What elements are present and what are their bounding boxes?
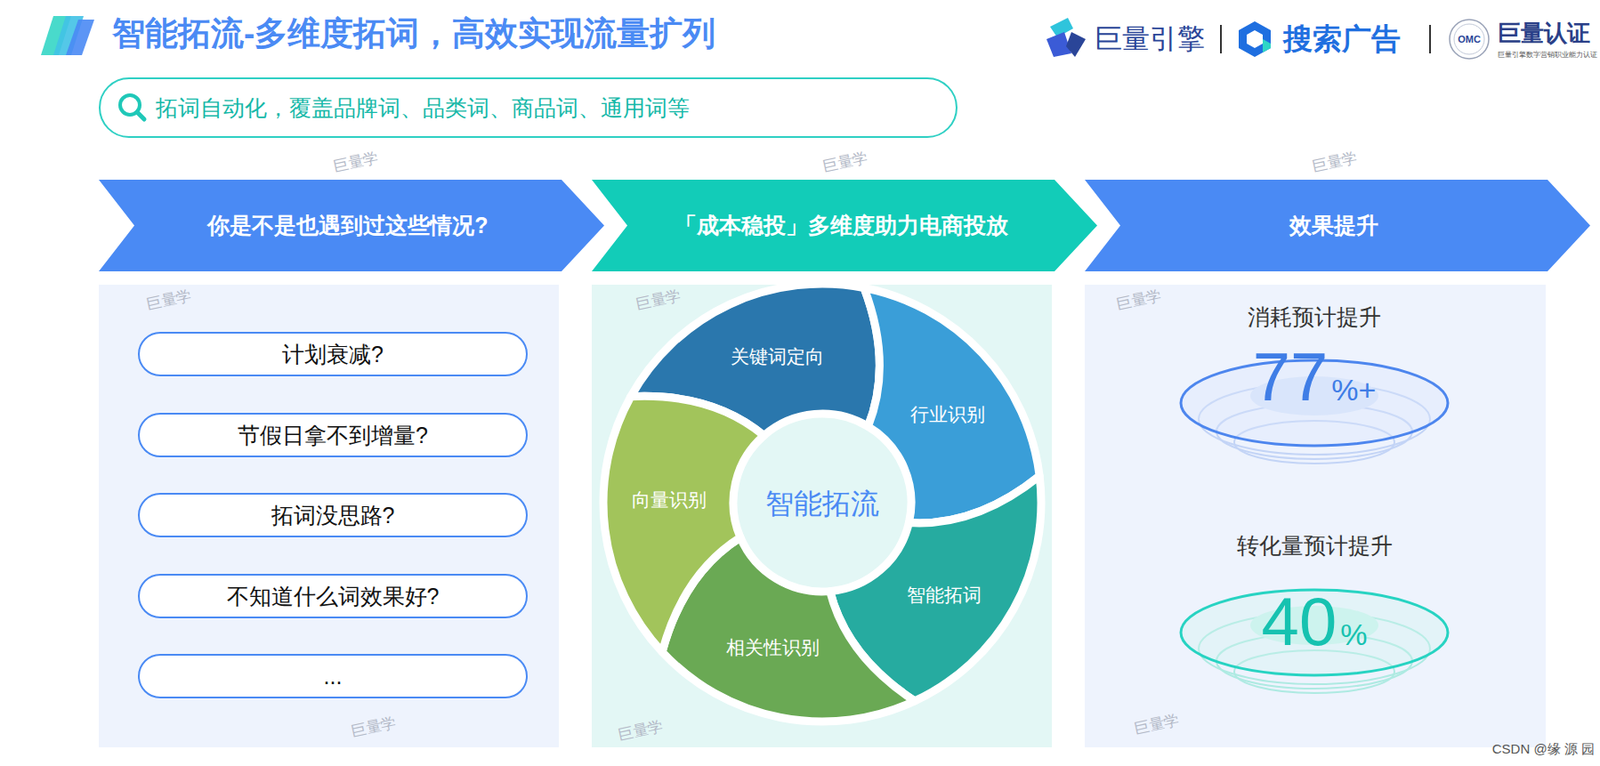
question-text: 计划衰减? bbox=[282, 333, 384, 375]
separator bbox=[1429, 24, 1431, 54]
metric-row: 40% bbox=[1261, 588, 1368, 656]
handle bbox=[137, 112, 145, 120]
watermark: 巨量学 bbox=[821, 149, 870, 178]
center-label: 智能拓流 bbox=[765, 486, 880, 521]
metric-value: 40 bbox=[1261, 588, 1338, 656]
metric-value: % bbox=[1340, 619, 1367, 650]
search-bar: 拓词自动化，覆盖品牌词、品类词、商品词、通用词等 bbox=[98, 77, 958, 138]
search-ad-icon bbox=[1238, 21, 1271, 57]
chevron-header: 你是不是也遇到过这些情况? bbox=[98, 179, 605, 272]
petal-node: 智能拓词 bbox=[903, 579, 986, 612]
brand-name: 搜索广告 bbox=[1283, 21, 1401, 57]
badge-circle bbox=[1449, 19, 1489, 59]
search-text: 拓词自动化，覆盖品牌词、品类词、商品词、通用词等 bbox=[100, 79, 956, 137]
badge-text: OMC bbox=[1457, 33, 1481, 46]
metric-value: 77 bbox=[1252, 343, 1329, 412]
title-logo bbox=[40, 16, 95, 56]
title: 智能拓流-多维度拓词，高效实现流量扩列 bbox=[112, 14, 716, 54]
header-text: 你是不是也遇到过这些情况? bbox=[139, 179, 557, 272]
petal-text: 相关性识别 bbox=[726, 635, 820, 661]
panel bbox=[98, 284, 559, 748]
panel bbox=[1084, 284, 1546, 748]
question-text: 不知道什么词效果好? bbox=[226, 575, 440, 617]
separator bbox=[1220, 24, 1222, 54]
petal-text: 行业识别 bbox=[910, 402, 986, 428]
petal-text: 关键词定向 bbox=[730, 344, 825, 370]
question-text: 节假日拿不到增量? bbox=[237, 414, 429, 456]
result-block: 消耗预计提升 77%+ bbox=[1163, 300, 1466, 412]
question-text: ... bbox=[323, 655, 343, 697]
chevron-fill bbox=[1084, 179, 1591, 272]
question-pill: 节假日拿不到增量? bbox=[137, 412, 528, 458]
petal-text: 智能拓词 bbox=[906, 582, 982, 608]
petal-node: 相关性识别 bbox=[722, 631, 824, 664]
brand-name: 巨量认证 bbox=[1497, 19, 1591, 48]
petal-node: 关键词定向 bbox=[727, 340, 828, 373]
metric-label: 消耗预计提升 bbox=[1247, 300, 1382, 333]
brand-icon bbox=[1046, 17, 1086, 57]
chevron-header: 「成本稳投」多维度助力电商投放 bbox=[591, 179, 1098, 272]
header-text: 效果提升 bbox=[1125, 179, 1543, 272]
watermark: 巨量学 bbox=[331, 149, 380, 178]
result-block: 转化量预计提升 40% bbox=[1163, 529, 1466, 656]
badge-circle bbox=[1454, 24, 1485, 55]
question-text: 拓词没思路? bbox=[271, 494, 396, 536]
metric-label: 转化量预计提升 bbox=[1236, 529, 1393, 562]
chevron-fill bbox=[591, 179, 1098, 272]
question-pill: 计划衰减? bbox=[137, 331, 528, 377]
panel bbox=[591, 284, 1052, 748]
question-pill: 不知道什么词效果好? bbox=[137, 573, 528, 619]
question-pill: 拓词没思路? bbox=[137, 492, 528, 538]
brand-shape bbox=[1066, 32, 1086, 57]
chevron-fill bbox=[98, 179, 605, 272]
question-pill: ... bbox=[137, 654, 528, 699]
brand-tagline: 巨量引擎数字营销职业能力认证 bbox=[1497, 50, 1598, 59]
watermark: 巨量学 bbox=[1310, 149, 1359, 178]
metric-value: %+ bbox=[1331, 374, 1376, 405]
petal-text: 向量识别 bbox=[631, 487, 707, 513]
chevron-header: 效果提升 bbox=[1084, 179, 1591, 272]
hexagon-cut bbox=[1246, 30, 1263, 49]
hexagon-accent bbox=[1262, 39, 1271, 53]
petal-ring bbox=[603, 283, 1042, 722]
brand-name: 巨量引擎 bbox=[1094, 22, 1205, 56]
header-text: 「成本稳投」多维度助力电商投放 bbox=[632, 179, 1050, 272]
search-icon bbox=[100, 79, 154, 137]
source-credit: CSDN @缘 源 园 bbox=[1492, 741, 1595, 758]
hexagon bbox=[1238, 21, 1271, 57]
petal-shape bbox=[864, 288, 1040, 524]
logo-bar bbox=[65, 19, 95, 56]
petal-shape bbox=[603, 395, 764, 652]
petal-node: 行业识别 bbox=[906, 398, 989, 431]
petal-node: 向量识别 bbox=[628, 484, 711, 517]
metric-row: 77%+ bbox=[1252, 343, 1377, 412]
